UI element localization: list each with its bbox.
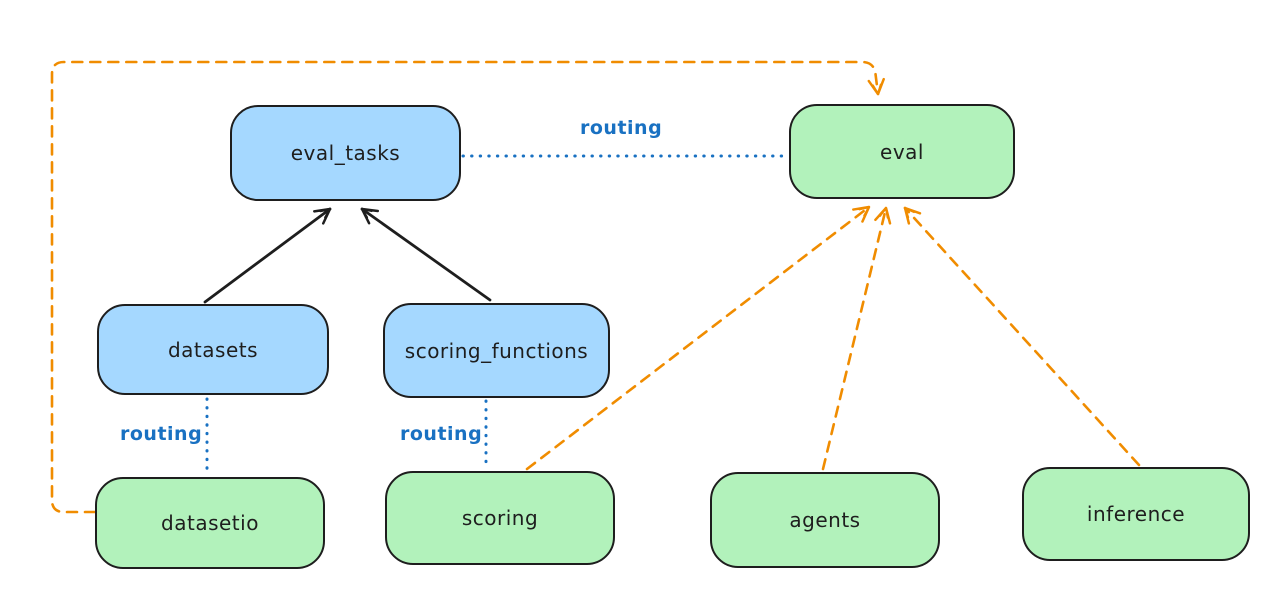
- node-scoring-functions-label: scoring_functions: [404, 338, 589, 363]
- node-datasetio: datasetio: [95, 477, 325, 569]
- node-datasetio-label: datasetio: [161, 511, 259, 535]
- node-eval-tasks: eval_tasks: [230, 105, 461, 201]
- edge-scoring-functions-to-eval-tasks: [360, 207, 492, 302]
- routing-label-eval-tasks-eval: routing: [580, 117, 663, 139]
- node-agents: agents: [710, 472, 940, 568]
- node-eval-label: eval: [880, 139, 924, 164]
- node-scoring-functions: scoring_functions: [383, 303, 610, 398]
- node-scoring: scoring: [385, 471, 615, 565]
- edge-inference-to-eval: [903, 206, 1141, 467]
- routing-label-scoring-functions-scoring: routing: [400, 423, 483, 445]
- edge-agents-to-eval: [821, 206, 892, 471]
- node-eval-tasks-label: eval_tasks: [290, 141, 401, 165]
- node-eval: eval: [789, 104, 1015, 199]
- node-agents-label: agents: [789, 508, 861, 532]
- routing-label-datasets-datasetio: routing: [120, 423, 203, 445]
- node-datasets-label: datasets: [167, 337, 259, 362]
- edge-datasets-to-eval-tasks: [203, 207, 332, 304]
- node-inference-label: inference: [1086, 502, 1186, 526]
- node-datasets: datasets: [97, 304, 329, 395]
- edge-datasetio-to-eval: [50, 60, 885, 514]
- edge-scoring-to-eval: [525, 205, 871, 471]
- node-inference: inference: [1022, 467, 1250, 561]
- node-scoring-label: scoring: [461, 506, 539, 530]
